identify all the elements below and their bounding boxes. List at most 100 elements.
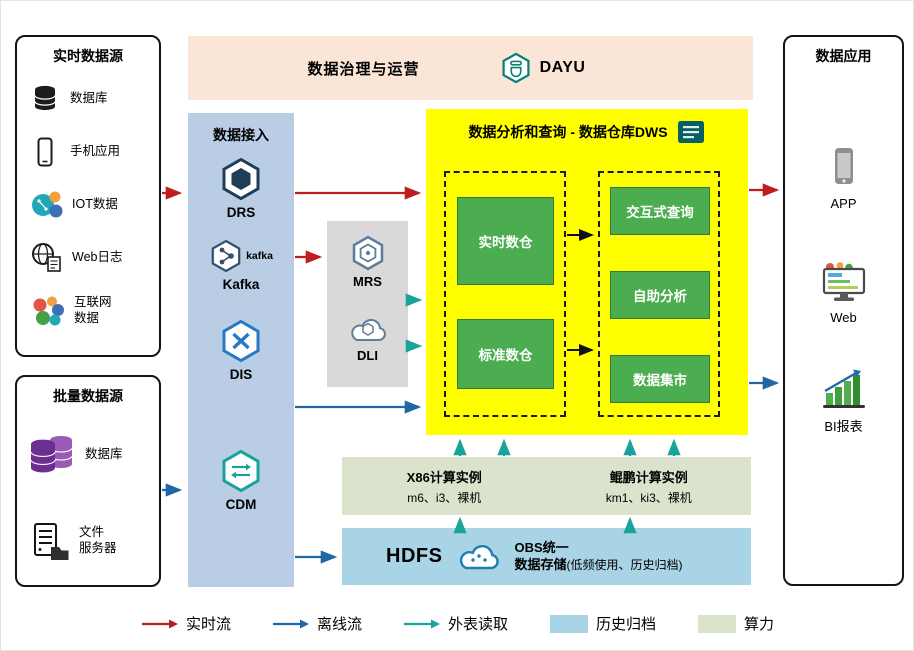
list-item: 数据库 (17, 422, 159, 488)
list-item: 文件服务器 (17, 508, 159, 574)
source-label: IOT数据 (72, 196, 118, 211)
legend-label: 算力 (744, 616, 775, 633)
dayu-brand: DAYU (500, 52, 586, 84)
legend-offline-flow: 离线流 (272, 613, 362, 634)
dws-box-realtime-warehouse: 实时数仓 (457, 197, 554, 285)
legend-history-archive: 历史归档 (550, 613, 656, 634)
list-item: Web日志 (17, 231, 159, 284)
cdm-hexagon-icon (219, 449, 263, 493)
batch-sources-panel: 批量数据源 数据库 (15, 375, 161, 587)
realtime-sources-list: 数据库 手机应用 (17, 72, 159, 337)
compute-swatch (698, 614, 737, 633)
source-label: 文件服务器 (79, 525, 117, 555)
legend-label: 实时流 (185, 616, 231, 633)
dws-warehouse-group: 实时数仓 标准数仓 (444, 171, 566, 417)
middleware-item-mrs: MRS (327, 235, 408, 289)
batch-sources-list: 数据库 文件服务器 (17, 422, 159, 574)
mrs-hexagon-icon (350, 235, 386, 271)
ingestion-label: DIS (229, 367, 253, 382)
storage-strip: HDFS OBS统一 数据存储(低频使用、历史归档) (342, 528, 751, 585)
application-item-web: Web (785, 261, 902, 325)
dws-title: 数据分析和查询 - 数据仓库DWS (468, 124, 668, 140)
dis-hexagon-icon (219, 319, 263, 363)
application-label: BI报表 (824, 419, 863, 434)
mobile-icon (29, 136, 61, 168)
kafka-logo-row: kafka (209, 239, 273, 273)
source-label: 数据库 (70, 90, 108, 105)
list-item: 数据库 (17, 72, 159, 125)
green-box-label: 自助分析 (633, 289, 687, 304)
ingestion-title: 数据接入 (213, 127, 269, 143)
source-label: Web日志 (72, 249, 123, 264)
realtime-sources-title: 实时数据源 (53, 48, 123, 64)
drs-hexagon-icon (219, 157, 263, 201)
hdfs-label: HDFS (386, 545, 443, 567)
ingestion-item-cdm: CDM (188, 449, 294, 512)
legend-realtime-flow: 实时流 (141, 613, 231, 634)
ingestion-label: Kafka (222, 277, 260, 292)
dws-service-group: 交互式查询 自助分析 数据集市 (598, 171, 720, 417)
red-arrow-sample-icon (141, 619, 178, 628)
ingestion-label: DRS (226, 205, 256, 220)
kafka-hexagon-icon (209, 239, 243, 273)
list-item: 手机应用 (17, 125, 159, 178)
iot-icon (29, 188, 63, 222)
dws-report-icon (676, 118, 706, 146)
legend-external-read: 外表读取 (403, 613, 508, 634)
dws-box-self-service-analysis: 自助分析 (610, 271, 710, 319)
obs-title-line1: OBS统一 (514, 539, 569, 555)
list-item: 互联网数据 (17, 284, 159, 337)
ingestion-panel: 数据接入 DRS (188, 113, 294, 587)
app-phone-icon (824, 145, 864, 189)
middleware-panel: MRS DLI (327, 221, 408, 387)
compute-x86: X86计算实例 m6、i3、裸机 (342, 457, 547, 515)
ingestion-item-drs: DRS (188, 157, 294, 220)
dws-box-data-mart: 数据集市 (610, 355, 710, 403)
realtime-sources-panel: 实时数据源 数据库 (15, 35, 161, 357)
source-label: 数据库 (85, 447, 123, 462)
compute-strip: X86计算实例 m6、i3、裸机 鲲鹏计算实例 km1、ki3、裸机 (342, 457, 751, 515)
web-log-icon (29, 241, 63, 275)
ingestion-item-kafka: kafka Kafka (188, 239, 294, 292)
ingestion-item-dis: DIS (188, 319, 294, 382)
dws-box-interactive-query: 交互式查询 (610, 187, 710, 235)
file-server-icon (27, 521, 71, 561)
green-box-label: 交互式查询 (626, 205, 694, 220)
source-label: 互联网数据 (74, 294, 112, 325)
blue-arrow-sample-icon (272, 619, 309, 628)
kafka-logotype: kafka (246, 250, 273, 262)
middleware-label: DLI (357, 348, 378, 363)
application-item-bi: BI报表 (785, 367, 902, 435)
middleware-label: MRS (353, 274, 382, 289)
application-label: APP (830, 196, 857, 211)
compute-kunpeng: 鲲鹏计算实例 km1、ki3、裸机 (547, 457, 752, 515)
database-icon (29, 83, 61, 115)
obs-storage-text: OBS统一 数据存储(低频使用、历史归档) (514, 539, 682, 574)
internet-data-icon (29, 294, 65, 328)
legend-label: 历史归档 (596, 616, 657, 633)
legend-label: 外表读取 (447, 616, 508, 633)
dli-cloud-icon (348, 315, 388, 345)
batch-sources-title: 批量数据源 (53, 388, 123, 404)
applications-title: 数据应用 (815, 48, 872, 64)
legend: 实时流 离线流 外表读取 历史归档 算力 (1, 613, 913, 634)
legend-label: 离线流 (316, 616, 362, 633)
source-label: 手机应用 (70, 143, 121, 158)
application-item-app: APP (785, 145, 902, 211)
green-box-label: 标准数仓 (478, 348, 533, 363)
compute-subtitle: km1、ki3、裸机 (605, 490, 692, 505)
compute-title: 鲲鹏计算实例 (609, 469, 688, 485)
teal-arrow-sample-icon (403, 619, 440, 628)
application-label: Web (830, 310, 857, 325)
obs-cloud-icon (455, 541, 501, 573)
web-monitor-icon (821, 261, 867, 303)
compute-title: X86计算实例 (406, 469, 482, 485)
governance-banner: 数据治理与运营 DAYU (188, 36, 753, 100)
dayu-icon (500, 52, 532, 84)
bi-chart-icon (820, 367, 868, 409)
dws-box-standard-warehouse: 标准数仓 (457, 319, 554, 389)
middleware-item-dli: DLI (327, 315, 408, 363)
green-box-label: 实时数仓 (478, 235, 533, 250)
archive-swatch (550, 614, 588, 633)
